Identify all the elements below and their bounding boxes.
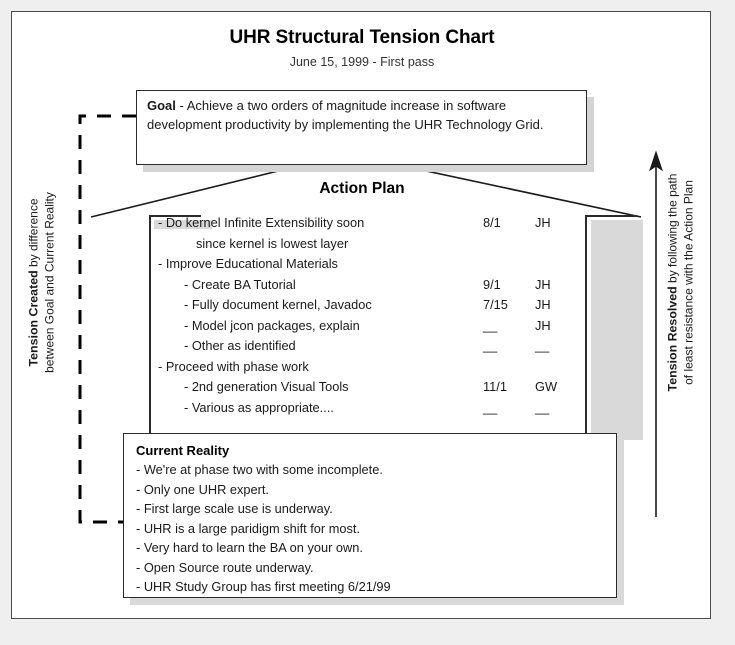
right-wall-shadow xyxy=(591,220,643,440)
current-reality-item: - UHR Study Group has first meeting 6/21… xyxy=(136,579,391,594)
tension-created-line2: between Goal and Current Reality xyxy=(42,192,56,373)
left-wall-line xyxy=(149,215,151,440)
tension-bracket-dashed xyxy=(78,114,136,524)
action-plan-item-date: 9/1 xyxy=(483,276,501,292)
tension-created-bold: Tension Created xyxy=(26,270,41,367)
action-plan-row: - Do kernel Infinite Extensibility soon 8… xyxy=(158,215,583,236)
page-title: UHR Structural Tension Chart xyxy=(229,27,495,48)
action-plan-title: Action Plan xyxy=(319,180,405,197)
action-plan-item-owner: JH xyxy=(535,276,551,292)
action-plan-item-label: - 2nd generation Visual Tools xyxy=(184,379,349,394)
action-plan-row: - Create BA Tutorial 9/1 JH xyxy=(158,277,583,298)
action-plan-item-date: __ xyxy=(483,399,498,415)
action-plan-row: - 2nd generation Visual Tools 11/1 GW xyxy=(158,379,583,400)
action-plan-row: - Other as identified __ __ xyxy=(158,338,583,359)
action-plan-item-owner: __ xyxy=(535,338,550,353)
action-plan-item-owner: GW xyxy=(535,379,558,394)
current-reality-item: - Only one UHR expert. xyxy=(136,481,269,497)
action-plan-row: - Various as appropriate.... __ __ xyxy=(158,400,583,421)
action-plan-list: - Do kernel Infinite Extensibility soon 8… xyxy=(158,215,583,420)
tension-created-rest: by difference xyxy=(26,198,41,271)
chart-frame: UHR Structural Tension Chart June 15, 19… xyxy=(11,11,711,619)
action-plan-item-label: - Proceed with phase work xyxy=(158,358,309,374)
current-reality-box: Current Reality - We're at phase two wit… xyxy=(123,433,617,598)
goal-box: Goal - Achieve a two orders of magnitude… xyxy=(136,90,587,165)
left-wall-top-line xyxy=(149,215,201,217)
goal-label: Goal xyxy=(147,98,176,113)
tension-resolved-line2: of least resistance with the Action Plan xyxy=(681,180,695,385)
right-wall-top-line xyxy=(585,215,637,217)
action-plan-item-date: __ xyxy=(483,338,498,353)
current-reality-list: - We're at phase two with some incomplet… xyxy=(136,460,616,597)
current-reality-title: Current Reality xyxy=(136,443,230,458)
current-reality-item: - Open Source route underway. xyxy=(136,559,314,575)
current-reality-item: - Very hard to learn the BA on your own. xyxy=(136,540,363,555)
left-wall-shadow xyxy=(154,220,212,229)
action-plan-item-label: - Do kernel Infinite Extensibility soon xyxy=(158,215,365,230)
current-reality-item: - We're at phase two with some incomplet… xyxy=(136,462,383,477)
action-plan-row: - Proceed with phase work xyxy=(158,359,583,380)
action-plan-item-label: - Other as identified xyxy=(184,338,296,353)
tension-resolved-arrow-head xyxy=(649,150,663,172)
action-plan-item-label: - Improve Educational Materials xyxy=(158,256,338,271)
action-plan-item-date: 8/1 xyxy=(483,215,501,230)
action-plan-item-date: 11/1 xyxy=(483,379,507,394)
action-plan-item-label: - Fully document kernel, Javadoc xyxy=(184,297,372,312)
page-subtitle: June 15, 1999 - First pass xyxy=(289,55,435,69)
action-plan-row: - Model jcon packages, explain __ JH xyxy=(158,318,583,339)
goal-separator: - xyxy=(175,98,187,113)
action-plan-item-date: 7/15 xyxy=(483,297,508,312)
action-plan-row: since kernel is lowest layer xyxy=(158,236,583,257)
action-plan-item-owner: JH xyxy=(535,317,551,333)
action-plan-item-date: __ xyxy=(483,317,498,333)
action-plan-item-label: since kernel is lowest layer xyxy=(196,235,349,251)
action-plan-item-owner: JH xyxy=(535,215,551,230)
goal-text: Goal - Achieve a two orders of magnitude… xyxy=(147,97,576,134)
action-plan-item-owner: __ xyxy=(535,399,550,415)
current-reality-item: - UHR is a large paridigm shift for most… xyxy=(136,520,361,536)
action-plan-item-owner: JH xyxy=(535,297,551,312)
goal-body: Achieve a two orders of magnitude increa… xyxy=(147,98,544,132)
right-wall-line xyxy=(585,215,587,440)
action-plan-item-label: - Create BA Tutorial xyxy=(184,276,296,292)
action-plan-row: - Fully document kernel, Javadoc 7/15 JH xyxy=(158,297,583,318)
tension-resolved-rest: by following the path xyxy=(665,173,680,287)
action-plan-item-label: - Various as appropriate.... xyxy=(184,399,334,415)
tension-resolved-label: Tension Resolved by following the path o… xyxy=(666,153,697,413)
tension-created-label: Tension Created by difference between Go… xyxy=(27,153,58,413)
chart-canvas: UHR Structural Tension Chart June 15, 19… xyxy=(12,12,712,620)
action-plan-row: - Improve Educational Materials xyxy=(158,256,583,277)
action-plan-item-label: - Model jcon packages, explain xyxy=(184,317,360,333)
current-reality-item: - First large scale use is underway. xyxy=(136,501,333,516)
tension-resolved-bold: Tension Resolved xyxy=(665,286,680,392)
